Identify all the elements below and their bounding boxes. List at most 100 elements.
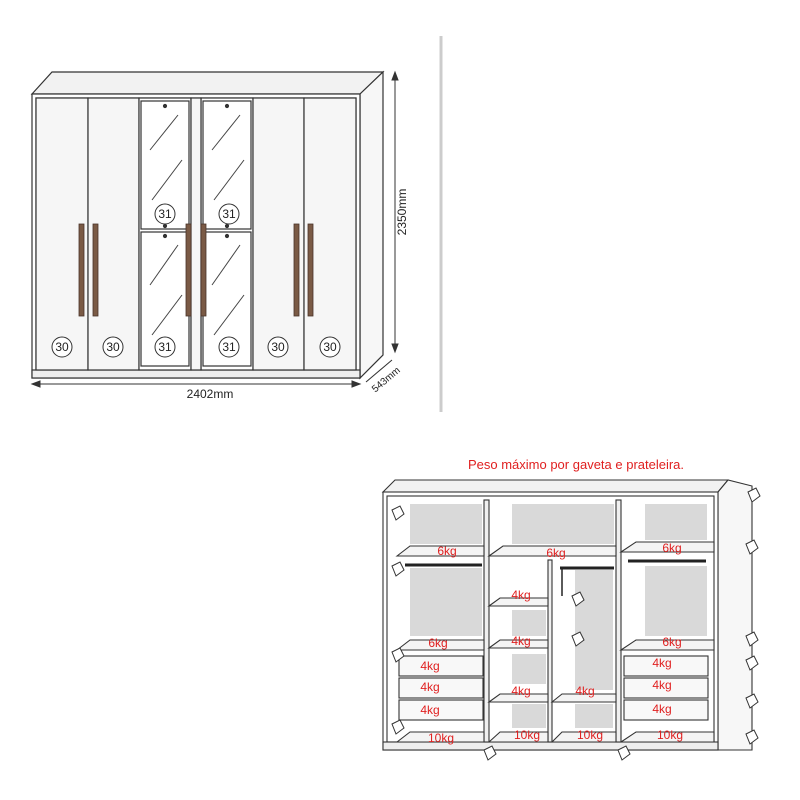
arrow-head: [351, 380, 362, 388]
back-panel: [512, 654, 546, 684]
weight-label: 6kg: [546, 546, 565, 560]
wardrobe-base: [31, 369, 361, 379]
right-hinges: [745, 487, 761, 745]
back-panel: [410, 568, 482, 636]
mirror-panel: [140, 100, 190, 230]
interior-side-panel: [717, 479, 753, 751]
mirror-dot: [224, 223, 230, 229]
handle: [78, 223, 85, 317]
hinge: [745, 631, 759, 647]
handle: [92, 223, 99, 317]
drawer: [623, 655, 709, 677]
door-code: 31: [158, 207, 172, 221]
center-post: [190, 97, 202, 371]
shelf: [619, 731, 715, 743]
door-code: 30: [106, 340, 120, 354]
handle: [307, 223, 314, 317]
back-panel: [575, 570, 613, 690]
back-panel: [512, 610, 546, 636]
wardrobe-front-view: [30, 70, 385, 380]
door-code: 30: [55, 340, 69, 354]
weight-label: 4kg: [652, 656, 671, 670]
hinge: [571, 591, 585, 607]
shelves: [395, 541, 715, 743]
hinge: [391, 505, 405, 521]
mirror-dot: [224, 233, 230, 239]
column-divider: [483, 499, 490, 743]
hinge: [745, 729, 759, 745]
weight-label: 4kg: [511, 634, 530, 648]
shelf: [487, 639, 549, 649]
drawer: [398, 677, 484, 699]
shelf: [619, 541, 715, 553]
wardrobe-side-panel: [359, 70, 384, 380]
mirror-dot: [224, 103, 230, 109]
back-panel: [645, 504, 707, 540]
back-panel: [575, 704, 613, 728]
shelf: [487, 597, 549, 607]
door-code: 30: [271, 340, 285, 354]
back-panel: [410, 504, 482, 544]
drawer: [623, 677, 709, 699]
weight-label: 4kg: [652, 678, 671, 692]
hinge: [571, 631, 585, 647]
weight-label: 4kg: [511, 684, 530, 698]
wardrobe-top: [30, 71, 385, 95]
door-handles: [78, 223, 314, 317]
arrow-head: [391, 343, 399, 354]
shelf: [395, 545, 485, 557]
shelf: [619, 639, 715, 651]
handle: [200, 223, 207, 317]
interior-top: [381, 479, 730, 493]
width-label: 2402mm: [187, 387, 234, 401]
weight-label: 10kg: [428, 731, 454, 745]
back-panel: [512, 704, 546, 728]
left-hinges: [391, 505, 405, 735]
height-label: 2350mm: [395, 189, 409, 236]
mirror-dot: [162, 103, 168, 109]
hinge: [745, 655, 759, 671]
mirror-dot: [162, 223, 168, 229]
weight-label: 4kg: [420, 680, 439, 694]
door-code: 31: [222, 340, 236, 354]
left-drawers: [398, 655, 484, 721]
hinge: [391, 561, 405, 577]
shelf: [550, 731, 617, 743]
hinge: [747, 487, 761, 503]
depth-label: 543mm: [370, 365, 403, 395]
right-drawers: [623, 655, 709, 721]
center-hinges: [483, 591, 631, 761]
drawer: [398, 699, 484, 721]
shelf: [487, 545, 617, 557]
door-code: 30: [323, 340, 337, 354]
weight-label: 4kg: [420, 659, 439, 673]
back-panel: [512, 504, 614, 544]
weight-label: 4kg: [511, 588, 530, 602]
weight-label: 4kg: [575, 684, 594, 698]
dimension-lines: [30, 70, 399, 388]
shelf: [550, 693, 617, 703]
hinge: [617, 745, 631, 761]
weight-label: 6kg: [428, 636, 447, 650]
arrow-head: [30, 380, 41, 388]
handle: [293, 223, 300, 317]
mirror-dot: [162, 233, 168, 239]
door-code: 31: [158, 340, 172, 354]
hinge: [745, 693, 759, 709]
shelf: [487, 693, 549, 703]
shelf: [487, 731, 549, 743]
hinge: [483, 745, 497, 761]
mirror-panel: [202, 100, 252, 230]
weight-label: 6kg: [662, 541, 681, 555]
weight-label: 10kg: [514, 728, 540, 742]
weight-label: 4kg: [652, 702, 671, 716]
weight-label: 6kg: [662, 635, 681, 649]
shelf: [395, 731, 485, 743]
depth-dimension-line: [365, 359, 393, 383]
hinge: [391, 719, 405, 735]
wardrobe-interior-view: [381, 479, 761, 761]
drawer: [623, 699, 709, 721]
weight-label: 10kg: [577, 728, 603, 742]
handle: [185, 223, 192, 317]
